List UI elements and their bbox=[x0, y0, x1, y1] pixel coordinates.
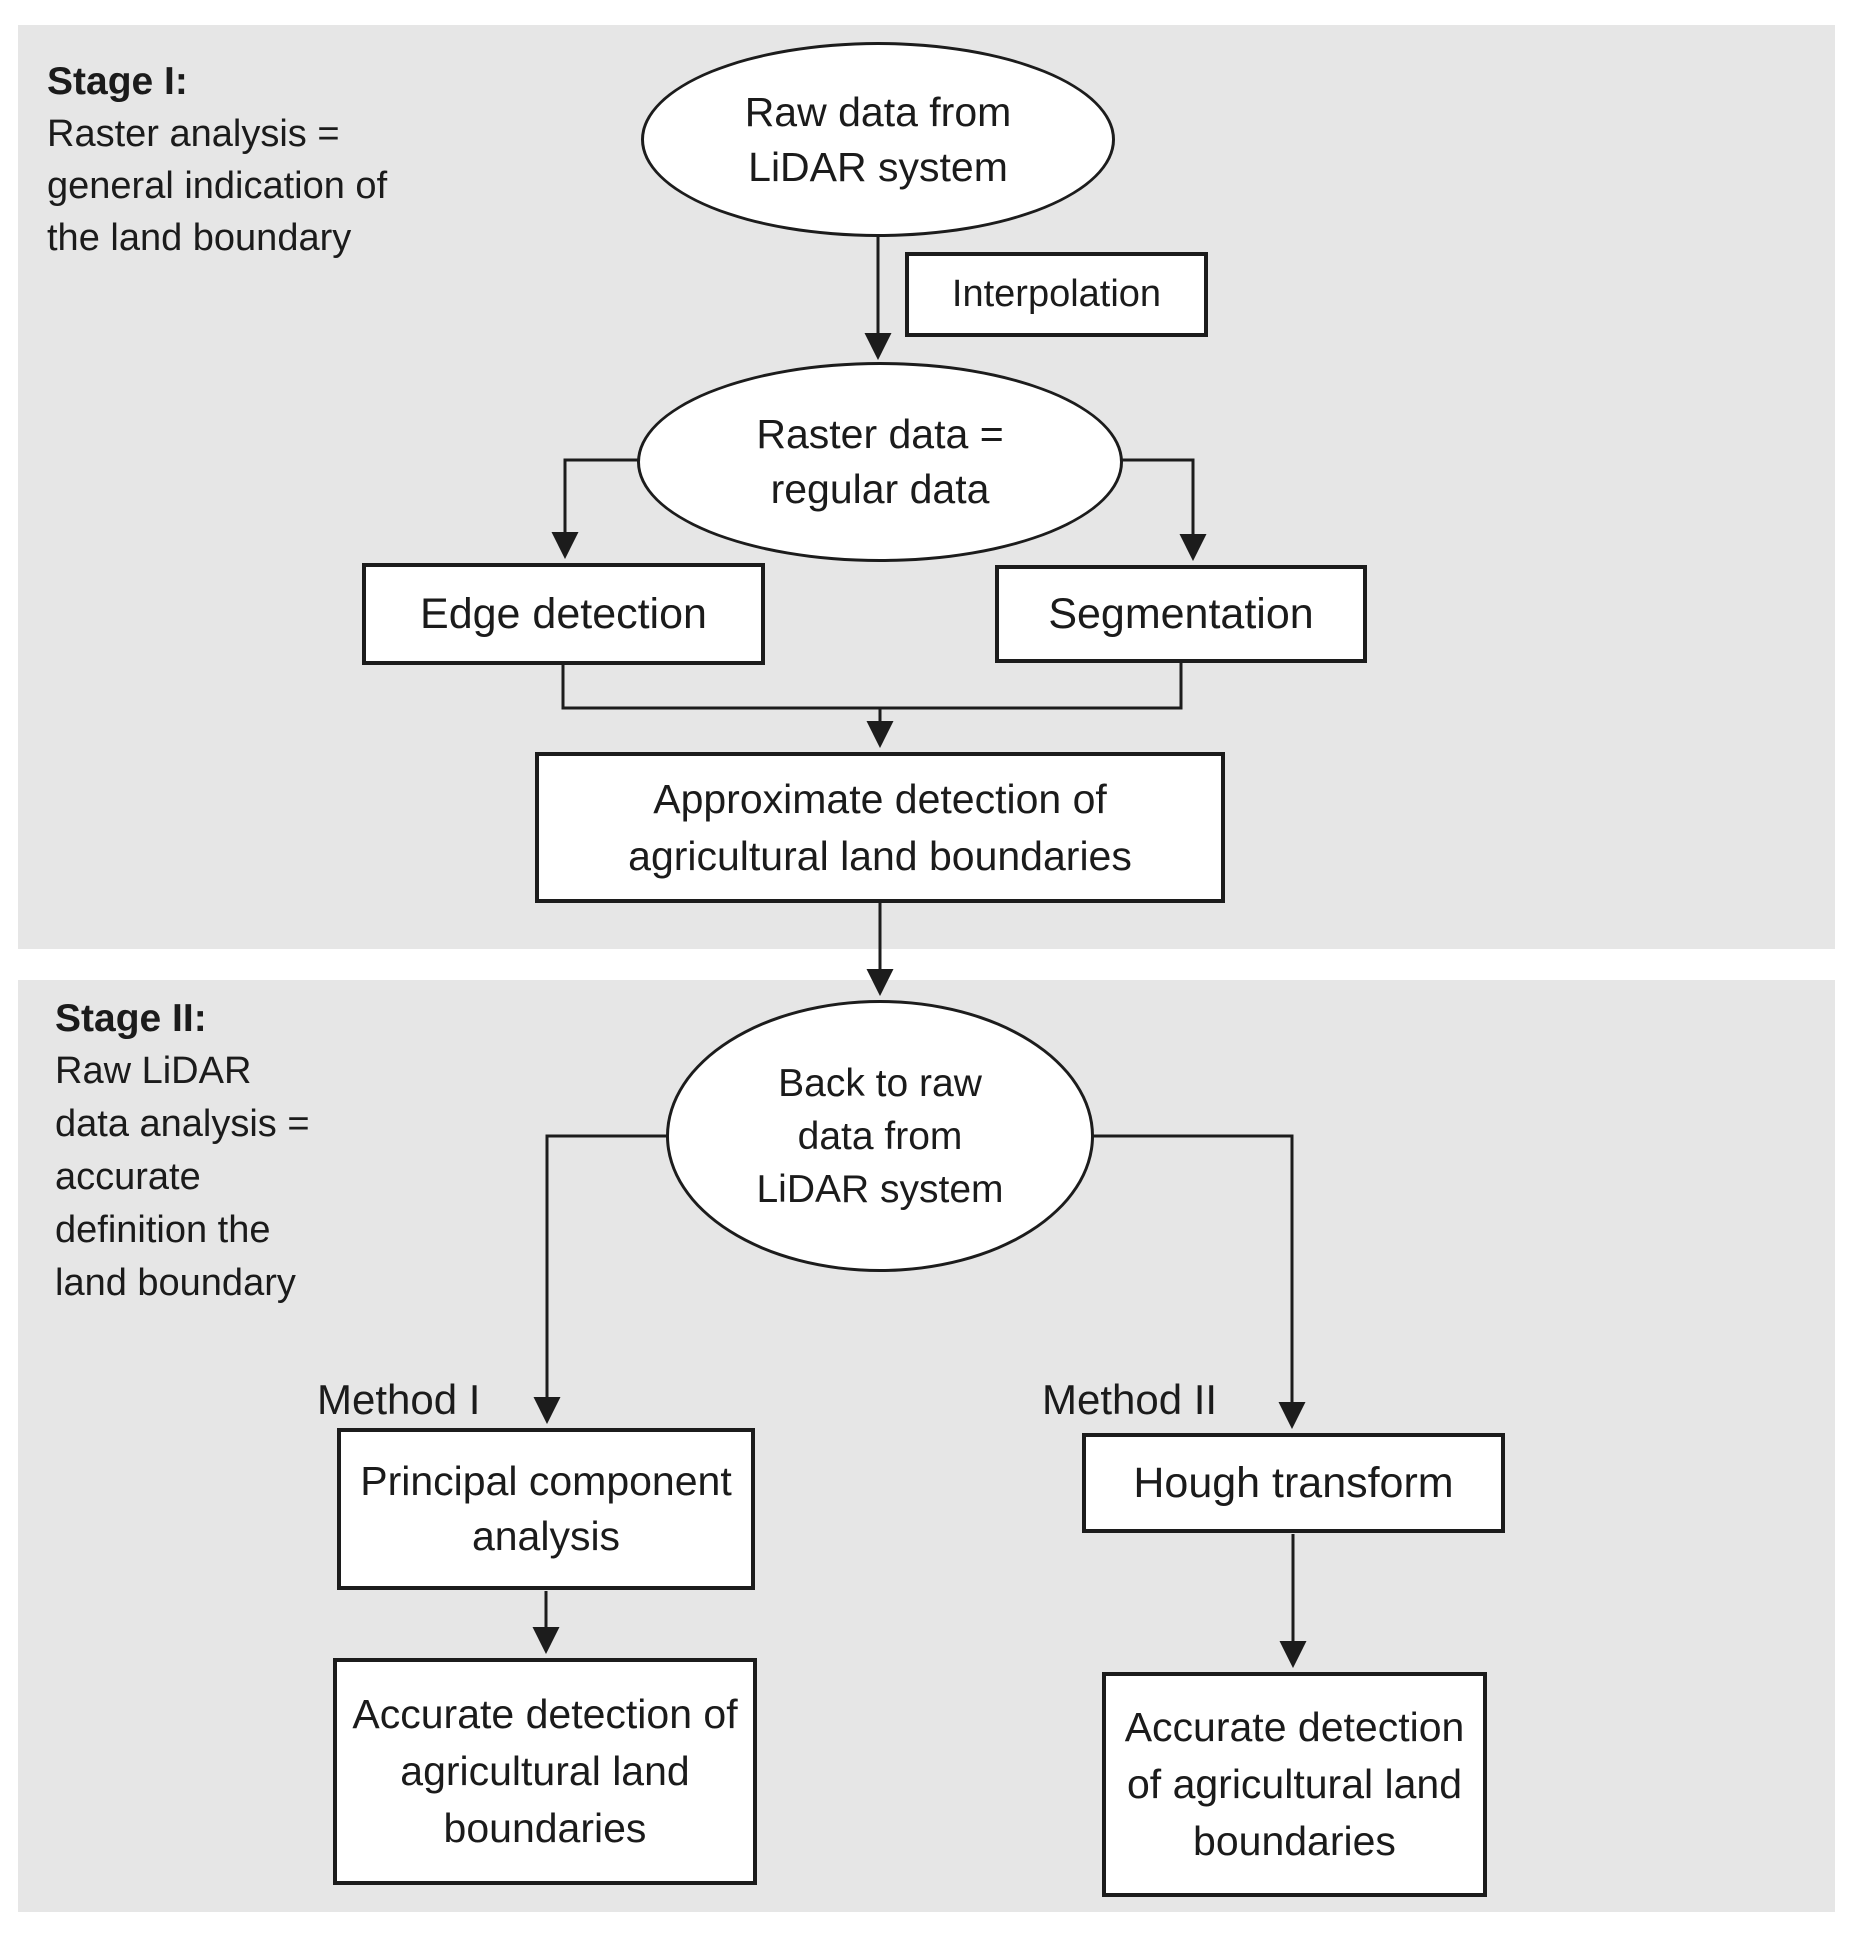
connector-merge-line bbox=[561, 662, 1183, 710]
node-text-line: boundaries bbox=[1193, 1818, 1396, 1864]
raster-data-ellipse: Raster data = regular data bbox=[637, 362, 1123, 562]
back-to-raw-data-ellipse: Back to raw data from LiDAR system bbox=[666, 1000, 1094, 1272]
node-text-line: Accurate detection of bbox=[352, 1691, 738, 1737]
stage2-title: Stage II: bbox=[55, 997, 207, 1040]
hough-transform-box: Hough transform bbox=[1082, 1433, 1505, 1533]
accurate-detection-left-box: Accurate detection of agricultural land … bbox=[333, 1658, 757, 1885]
node-text-line: agricultural land bbox=[400, 1748, 690, 1794]
stage2-description-line: Raw LiDAR bbox=[55, 1050, 252, 1092]
segmentation-box: Segmentation bbox=[995, 565, 1367, 663]
node-text-line: Segmentation bbox=[1048, 589, 1314, 638]
node-text-line: of agricultural land bbox=[1126, 1761, 1463, 1807]
approximate-detection-box: Approximate detection of agricultural la… bbox=[535, 752, 1225, 903]
connector-back-to-hough bbox=[1092, 1134, 1306, 1430]
stage2-description-line: data analysis = bbox=[55, 1103, 310, 1145]
node-text-line: Edge detection bbox=[420, 589, 707, 638]
method2-label: Method II bbox=[1042, 1376, 1218, 1423]
node-text-line: regular data bbox=[770, 466, 990, 512]
stage1-description-line: Raster analysis = bbox=[47, 113, 340, 155]
edge-detection-box: Edge detection bbox=[362, 563, 765, 665]
node-text-line: analysis bbox=[471, 1513, 621, 1559]
stage1-description: Stage I: Raster analysis = general indic… bbox=[47, 56, 387, 264]
connector-raster-to-segmentation bbox=[1118, 458, 1207, 562]
node-text-line: Interpolation bbox=[951, 273, 1162, 315]
stage2-description: Stage II: Raw LiDAR data analysis = accu… bbox=[55, 992, 310, 1310]
raw-data-ellipse: Raw data from LiDAR system bbox=[641, 42, 1115, 237]
interpolation-box: Interpolation bbox=[905, 252, 1208, 337]
stage1-description-line: the land boundary bbox=[47, 217, 352, 259]
node-text-line: Principal component bbox=[360, 1458, 732, 1504]
node-text-line: LiDAR system bbox=[748, 143, 1008, 190]
node-text-line: Raster data = bbox=[756, 411, 1004, 457]
node-text-line: Hough transform bbox=[1133, 1458, 1454, 1507]
connector-back-to-pca bbox=[533, 1134, 668, 1425]
principal-component-analysis-box: Principal component analysis bbox=[337, 1428, 755, 1590]
node-text-line: LiDAR system bbox=[756, 1167, 1004, 1211]
node-text-line: Back to raw bbox=[778, 1061, 982, 1105]
stage1-title: Stage I: bbox=[47, 60, 188, 103]
stage1-description-line: general indication of bbox=[47, 165, 388, 207]
node-text-line: Accurate detection bbox=[1124, 1704, 1465, 1750]
node-text-line: boundaries bbox=[443, 1805, 647, 1851]
method1-label: Method I bbox=[317, 1376, 481, 1423]
accurate-detection-right-box: Accurate detection of agricultural land … bbox=[1102, 1672, 1487, 1897]
node-text-line: Approximate detection of bbox=[653, 775, 1107, 822]
connector-raster-to-edge-detection bbox=[551, 458, 642, 560]
stage2-description-line: definition the bbox=[55, 1209, 271, 1251]
stage2-description-line: land boundary bbox=[55, 1262, 296, 1304]
stage2-description-line: accurate bbox=[55, 1156, 201, 1198]
node-text-line: agricultural land boundaries bbox=[628, 832, 1132, 879]
node-text-line: Raw data from bbox=[744, 88, 1012, 135]
node-text-line: data from bbox=[797, 1114, 963, 1158]
